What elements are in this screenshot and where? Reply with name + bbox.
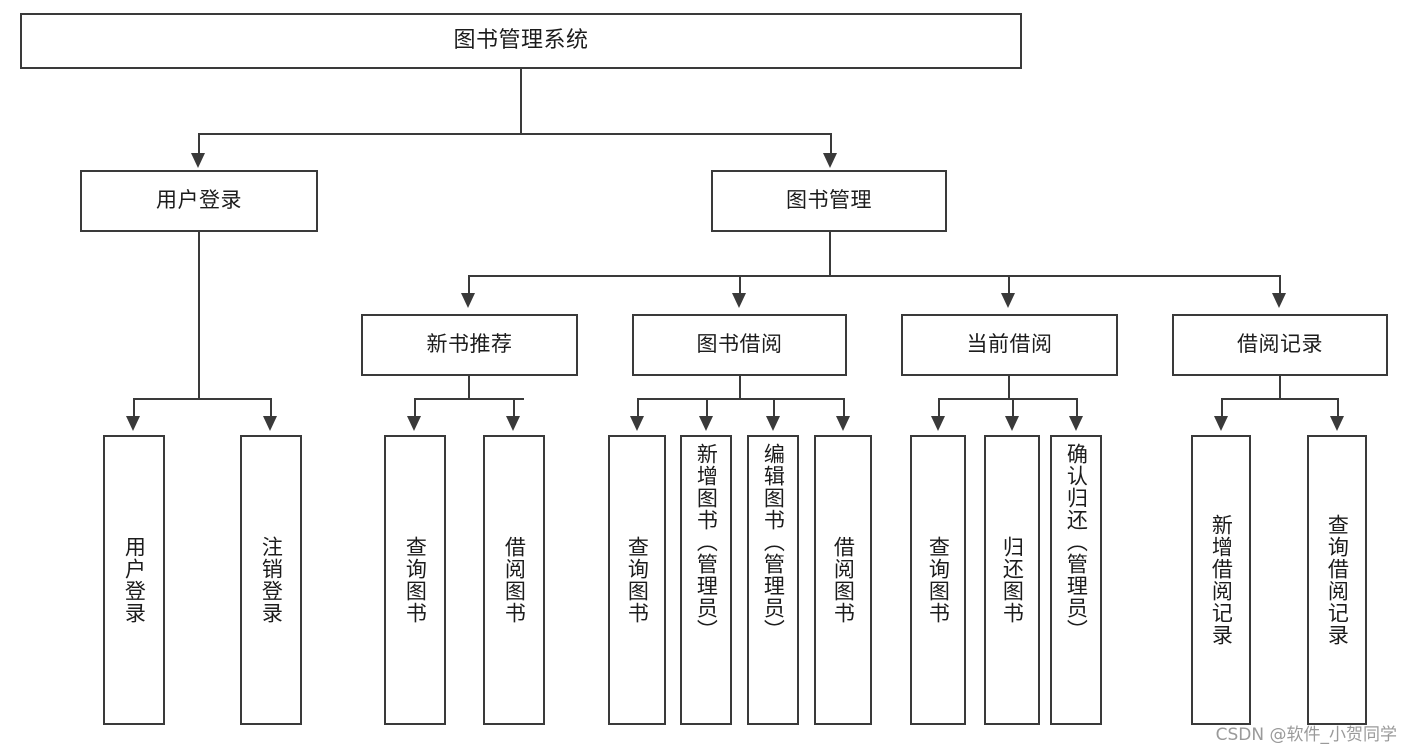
connector-nbr-to-leaf-2 [513, 398, 515, 418]
arrowhead-bb-query-book [630, 416, 644, 431]
connector-bb-to-leaf-4 [843, 398, 845, 418]
connector-user-login-to-leaf-2 [270, 398, 272, 418]
connector-bm-to-borrow-record [1279, 275, 1281, 295]
leaf-query-borrow-record[interactable]: 查询借阅记录 [1307, 435, 1367, 725]
arrowhead-nbr-query-book [407, 416, 421, 431]
arrowhead-cb-confirm-return [1069, 416, 1083, 431]
arrowhead-br-query-record [1330, 416, 1344, 431]
node-current-borrow[interactable]: 当前借阅 [901, 314, 1118, 376]
leaf-borrow-book-bb[interactable]: 借阅图书 [814, 435, 872, 725]
connector-root-bus [198, 133, 832, 135]
arrowhead-current-borrow [1001, 293, 1015, 308]
node-book-management[interactable]: 图书管理 [711, 170, 947, 232]
leaf-query-book-bb[interactable]: 查询图书 [608, 435, 666, 725]
leaf-borrow-book-nbr[interactable]: 借阅图书 [483, 435, 545, 725]
arrowhead-bb-edit-book [766, 416, 780, 431]
arrowhead-new-book-recommend [461, 293, 475, 308]
arrowhead-leaf-logout [263, 416, 277, 431]
arrowhead-cb-query-book [931, 416, 945, 431]
arrowhead-cb-return-book [1005, 416, 1019, 431]
connector-cb-to-leaf-1 [938, 398, 940, 418]
leaf-query-book-nbr[interactable]: 查询图书 [384, 435, 446, 725]
leaf-logout[interactable]: 注销登录 [240, 435, 302, 725]
leaf-add-borrow-record[interactable]: 新增借阅记录 [1191, 435, 1251, 725]
leaf-user-login[interactable]: 用户登录 [103, 435, 165, 725]
connector-cb-bus [938, 398, 1077, 400]
leaf-return-book[interactable]: 归还图书 [984, 435, 1040, 725]
connector-br-to-leaf-1 [1221, 398, 1223, 418]
connector-nbr-bus [414, 398, 524, 400]
connector-root-to-book-management [830, 133, 832, 155]
connector-bb-stem [739, 376, 741, 400]
arrowhead-br-add-record [1214, 416, 1228, 431]
connector-bb-bus [637, 398, 844, 400]
arrowhead-leaf-user-login [126, 416, 140, 431]
connector-cb-to-leaf-2 [1012, 398, 1014, 418]
connector-bm-to-borrow [739, 275, 741, 295]
connector-user-login-to-leaf-1 [133, 398, 135, 418]
node-borrow-record[interactable]: 借阅记录 [1172, 314, 1388, 376]
connector-nbr-to-leaf-1 [414, 398, 416, 418]
connector-br-to-leaf-2 [1337, 398, 1339, 418]
leaf-query-book-cb[interactable]: 查询图书 [910, 435, 966, 725]
connector-bm-to-new-book [468, 275, 470, 295]
connector-book-management-bus [468, 275, 1280, 277]
connector-bm-to-current-borrow [1008, 275, 1010, 295]
arrowhead-borrow-record [1272, 293, 1286, 308]
arrowhead-to-user-login [191, 153, 205, 168]
arrowhead-book-borrow [732, 293, 746, 308]
leaf-add-book-admin[interactable]: 新增图书（管理员） [680, 435, 732, 725]
arrowhead-bb-borrow-book [836, 416, 850, 431]
connector-bb-to-leaf-2 [706, 398, 708, 418]
node-book-borrow[interactable]: 图书借阅 [632, 314, 847, 376]
connector-user-login-stem [198, 232, 200, 400]
arrowhead-bb-add-book [699, 416, 713, 431]
node-new-book-recommend[interactable]: 新书推荐 [361, 314, 578, 376]
node-root-book-management-system[interactable]: 图书管理系统 [20, 13, 1022, 69]
connector-br-bus [1221, 398, 1338, 400]
connector-bb-to-leaf-1 [637, 398, 639, 418]
arrowhead-nbr-borrow-book [506, 416, 520, 431]
node-user-login[interactable]: 用户登录 [80, 170, 318, 232]
connector-bb-to-leaf-3 [773, 398, 775, 418]
leaf-edit-book-admin[interactable]: 编辑图书（管理员） [747, 435, 799, 725]
connector-root-to-user-login [198, 133, 200, 155]
connector-br-stem [1279, 376, 1281, 400]
leaf-confirm-return-admin[interactable]: 确认归还（管理员） [1050, 435, 1102, 725]
connector-book-management-stem [829, 232, 831, 277]
arrowhead-to-book-management [823, 153, 837, 168]
connector-cb-to-leaf-3 [1076, 398, 1078, 418]
connector-user-login-bus [133, 398, 271, 400]
connector-root-stem [520, 69, 522, 133]
connector-cb-stem [1008, 376, 1010, 400]
connector-nbr-stem [468, 376, 470, 400]
